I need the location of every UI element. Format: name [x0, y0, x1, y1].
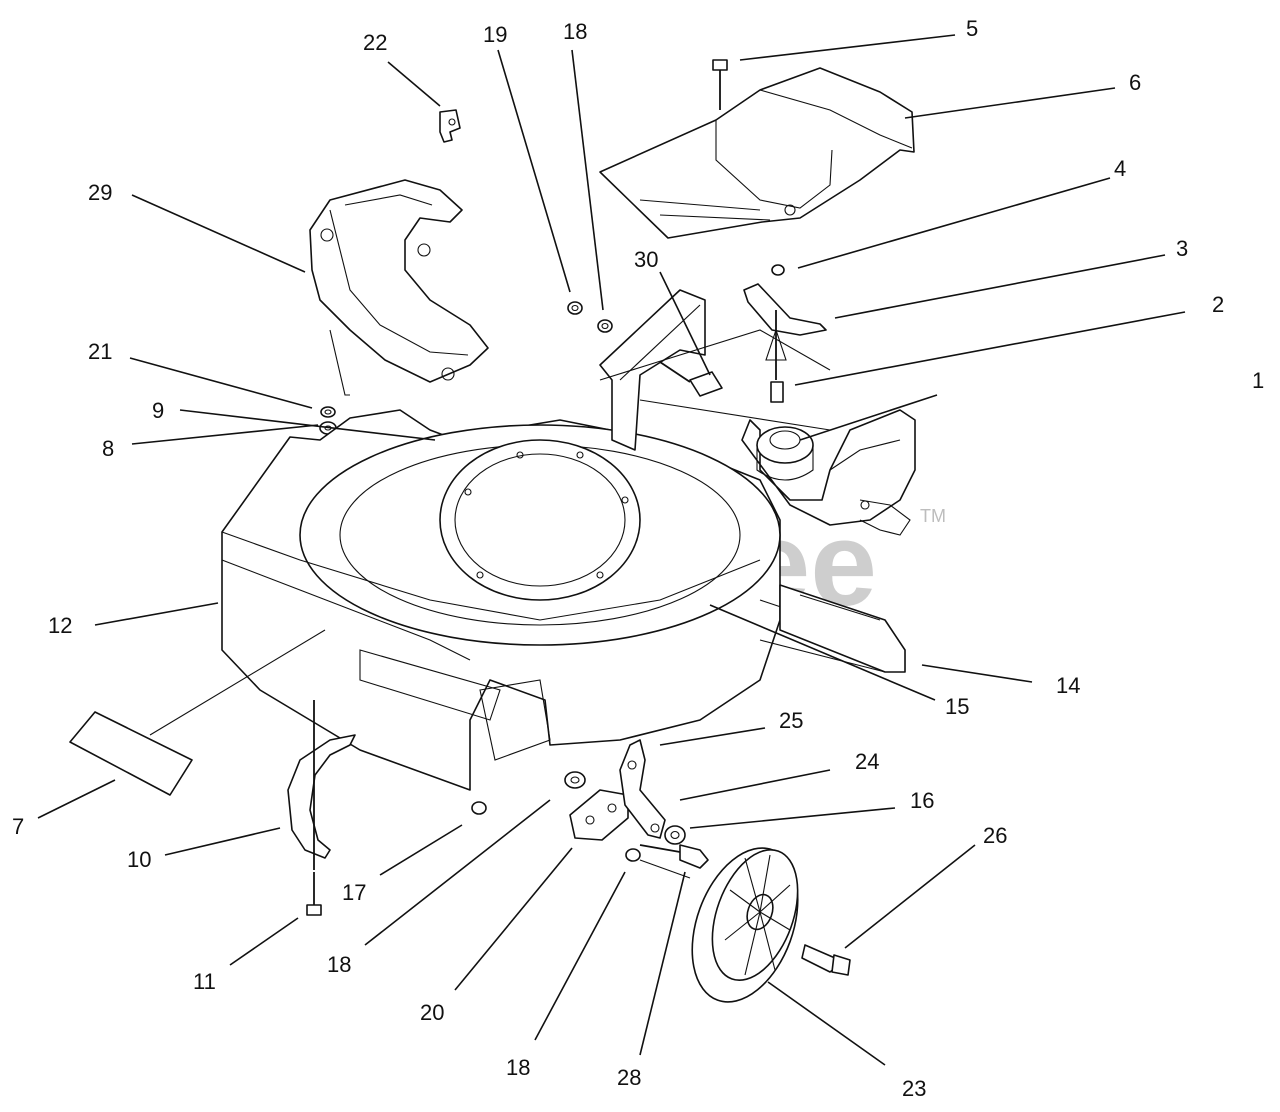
callout-20: 20: [420, 1000, 444, 1025]
callout-9: 9: [152, 398, 164, 423]
callout-2: 2: [1212, 292, 1224, 317]
callout-7: 7: [12, 814, 24, 839]
callout-24: 24: [855, 749, 879, 774]
callout-10: 10: [127, 847, 151, 872]
part-washer-18-top: [597, 319, 613, 333]
callout-17: 17: [342, 880, 366, 905]
callout-25: 25: [779, 708, 803, 733]
part-decal-7: [69, 711, 193, 796]
callout-21: 21: [88, 339, 112, 364]
callout-30: 30: [634, 247, 658, 272]
part-deck: [221, 409, 906, 791]
leader-lines: [37, 34, 1186, 1066]
part-strap-10: [287, 700, 356, 870]
part-lever-24: [619, 739, 666, 839]
part-bolt-28: [639, 844, 709, 869]
part-pulley-1: [741, 409, 916, 536]
part-nut-4: [771, 264, 785, 276]
part-washer-18-low: [625, 848, 641, 862]
callout-1: 1: [1252, 368, 1264, 393]
part-washer-18-mid: [564, 771, 586, 789]
part-nut-19: [567, 301, 583, 315]
part-top-cover: [599, 67, 915, 239]
callout-4: 4: [1114, 156, 1126, 181]
callout-29: 29: [88, 180, 112, 205]
callout-11: 11: [193, 969, 216, 994]
part-bracket-20: [569, 789, 629, 841]
callout-5: 5: [966, 16, 978, 41]
callout-16: 16: [910, 788, 934, 813]
part-nut-21: [320, 406, 336, 418]
callout-14: 14: [1056, 673, 1080, 698]
callout-23: 23: [902, 1076, 926, 1101]
part-screw-11: [306, 872, 322, 916]
part-deflector-29: [309, 179, 489, 396]
callout-18-mid: 18: [327, 952, 351, 977]
part-key-22: [439, 109, 461, 143]
watermark-trademark: TM: [920, 506, 946, 526]
callout-22: 22: [363, 30, 387, 55]
assembly-lines: [149, 629, 691, 879]
part-screw-5: [712, 59, 728, 110]
part-wheel-23: [691, 847, 799, 1003]
callout-3: 3: [1176, 236, 1188, 261]
callout-26: 26: [983, 823, 1007, 848]
part-washer-16: [664, 825, 686, 845]
callouts: 1 2 3 4 5 6 7 8 9 10 11 12 14 15 16 17 1…: [12, 16, 1264, 1101]
part-bracket-3: [743, 283, 827, 380]
callout-12: 12: [48, 613, 72, 638]
callout-18-top: 18: [563, 19, 587, 44]
part-nut-17: [471, 801, 487, 815]
callout-6: 6: [1129, 70, 1141, 95]
part-bolt-30: [659, 361, 723, 397]
callout-18-low: 18: [506, 1055, 530, 1080]
part-rail-14: [779, 584, 906, 673]
part-bolt-26: [801, 944, 851, 976]
callout-19: 19: [483, 22, 507, 47]
part-spacer-2: [770, 381, 784, 403]
callout-8: 8: [102, 436, 114, 461]
callout-15: 15: [945, 694, 969, 719]
callout-28: 28: [617, 1065, 641, 1090]
part-handle-bracket: [599, 289, 831, 451]
